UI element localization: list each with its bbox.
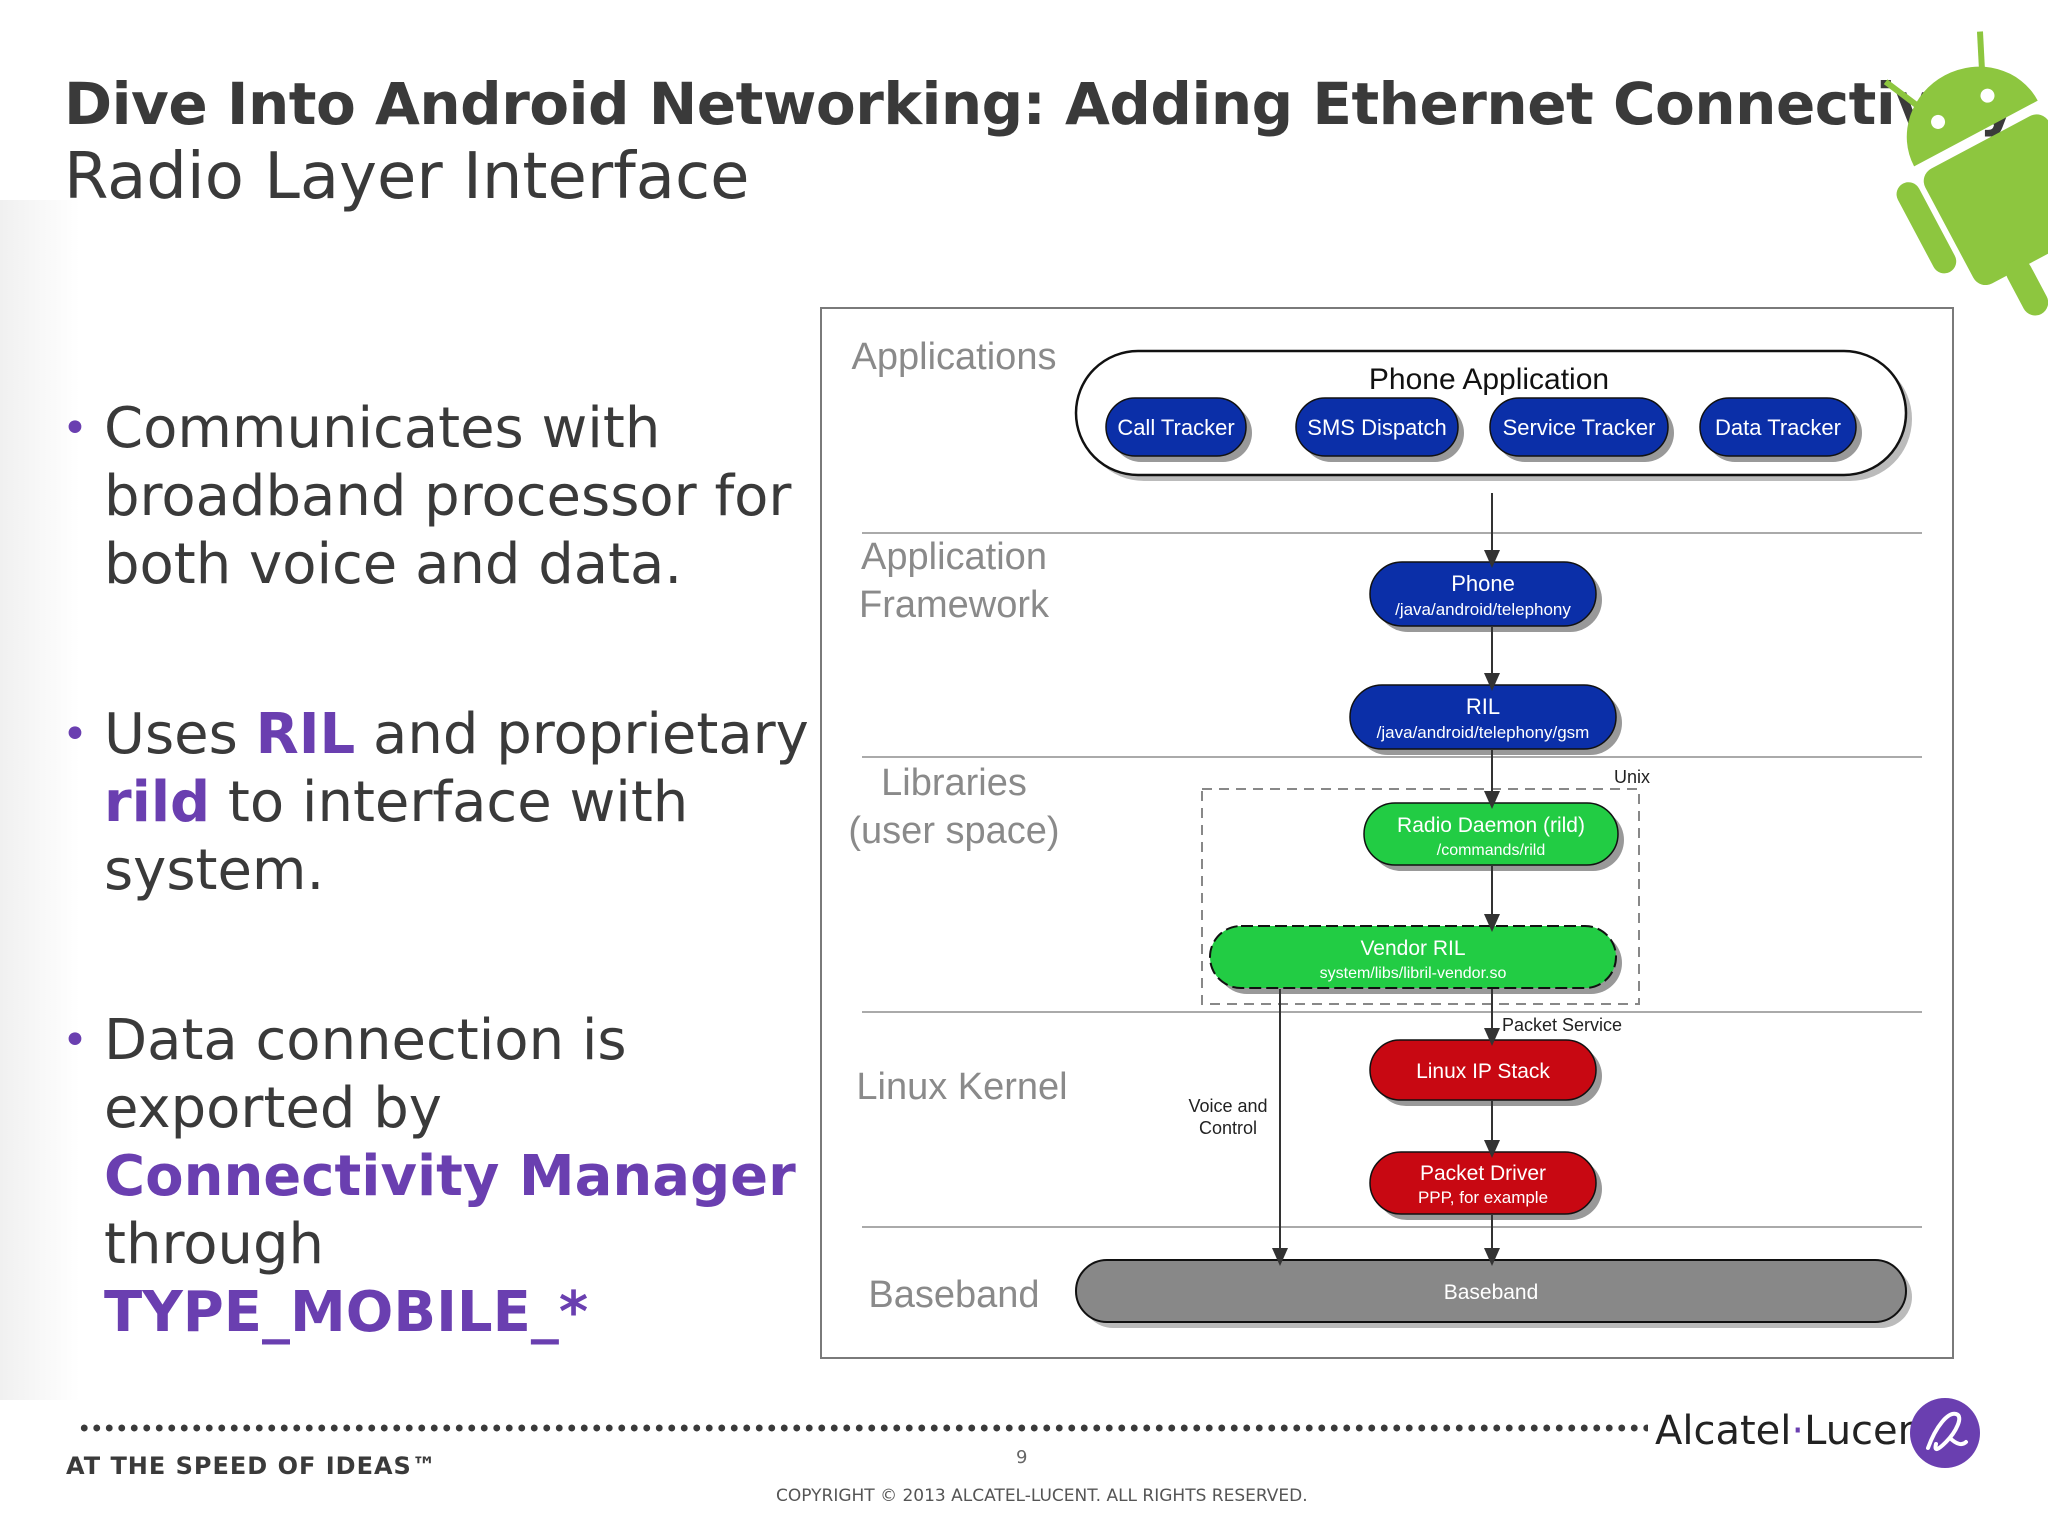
layer-label-baseband: Baseband (868, 1274, 1039, 1316)
packet-driver-box (1369, 1151, 1597, 1215)
brand-name: Alcatel (1655, 1408, 1792, 1454)
layer-label-applications: Applications (852, 336, 1057, 378)
brand-wordmark: Alcatel·Lucent (1655, 1408, 1939, 1454)
bullet-item: • Data connection is exported by Connect… (62, 1007, 822, 1347)
radio-daemon-path: /commands/rild (1437, 842, 1545, 859)
layer-label-kernel: Linux Kernel (856, 1066, 1067, 1108)
packet-service-label: Packet Service (1502, 1015, 1622, 1035)
phone-box (1369, 561, 1597, 627)
voice-control-label: Voice and (1188, 1096, 1267, 1116)
bullet-item: • Communicates with broadband processor … (62, 395, 822, 599)
sms-dispatch-label: SMS Dispatch (1307, 415, 1446, 440)
page-number: 9 (1016, 1447, 1028, 1468)
linux-ip-stack-label: Linux IP Stack (1416, 1060, 1550, 1083)
bullet-marker: • (62, 403, 88, 454)
android-robot-icon (1883, 31, 2048, 316)
layer-label-framework: Framework (859, 584, 1050, 626)
ril-title: RIL (1466, 694, 1500, 719)
vendor-ril-title: Vendor RIL (1360, 937, 1465, 960)
phone-path: /java/android/telephony (1395, 600, 1571, 619)
bullet-text: Data connection is exported by (104, 1008, 627, 1141)
alcatel-lucent-logo-icon (1910, 1398, 1980, 1468)
linux-ip-stack-box (1369, 1039, 1597, 1101)
baseband-box-label: Baseband (1444, 1281, 1539, 1304)
unix-label: Unix (1614, 767, 1650, 787)
highlight-type-mobile: TYPE_MOBILE_* (104, 1280, 589, 1345)
bullet-marker: • (62, 709, 88, 760)
phone-application-container (1074, 349, 1908, 477)
bullet-marker: • (62, 1015, 88, 1066)
footer-tagline: AT THE SPEED OF IDEAS™ (66, 1452, 437, 1480)
brand-dot: · (1791, 1408, 1805, 1454)
user-space-boundary (1201, 788, 1640, 1005)
phone-application-label: Phone Application (1369, 363, 1609, 396)
ril-architecture-diagram: Applications Application Framework Libra… (820, 307, 1954, 1359)
slide-subtitle: Radio Layer Interface (64, 140, 750, 214)
bullet-list: • Communicates with broadband processor … (62, 395, 822, 1449)
layer-label-libraries: Libraries (881, 762, 1027, 804)
footer-dotted-rule (78, 1423, 1648, 1433)
service-tracker-box (1489, 397, 1669, 457)
bullet-text: to interface with system. (104, 770, 689, 903)
ril-path: /java/android/telephony/gsm (1377, 723, 1590, 742)
packet-driver-title: Packet Driver (1420, 1162, 1546, 1185)
data-tracker-label: Data Tracker (1715, 415, 1841, 440)
phone-title: Phone (1451, 571, 1515, 596)
copyright-notice: COPYRIGHT © 2013 ALCATEL-LUCENT. ALL RIG… (776, 1486, 1308, 1506)
background-shade (0, 200, 80, 1400)
voice-control-label: Control (1199, 1118, 1257, 1138)
slide-title: Dive Into Android Networking: Adding Eth… (64, 70, 2017, 138)
layer-label-libraries: (user space) (848, 810, 1059, 852)
service-tracker-label: Service Tracker (1503, 415, 1656, 440)
bullet-text: and proprietary (355, 702, 809, 767)
vendor-ril-box (1209, 925, 1617, 989)
layer-label-framework: Application (861, 536, 1047, 578)
highlight-connectivity-manager: Connectivity Manager (104, 1144, 796, 1209)
bullet-text: through (104, 1212, 325, 1277)
ril-box (1349, 684, 1617, 750)
packet-driver-sub: PPP, for example (1418, 1188, 1548, 1207)
radio-daemon-title: Radio Daemon (rild) (1397, 814, 1585, 837)
highlight-rild: rild (104, 770, 211, 835)
data-tracker-box (1699, 397, 1857, 457)
call-tracker-label: Call Tracker (1117, 415, 1234, 440)
bullet-item: • Uses RIL and proprietary rild to inter… (62, 701, 822, 905)
call-tracker-box (1105, 397, 1247, 457)
sms-dispatch-box (1295, 397, 1459, 457)
vendor-ril-path: system/libs/libril-vendor.so (1320, 965, 1507, 982)
bullet-text: Communicates with broadband processor fo… (104, 396, 792, 597)
highlight-ril: RIL (255, 702, 356, 767)
bullet-text: Uses (104, 702, 256, 767)
